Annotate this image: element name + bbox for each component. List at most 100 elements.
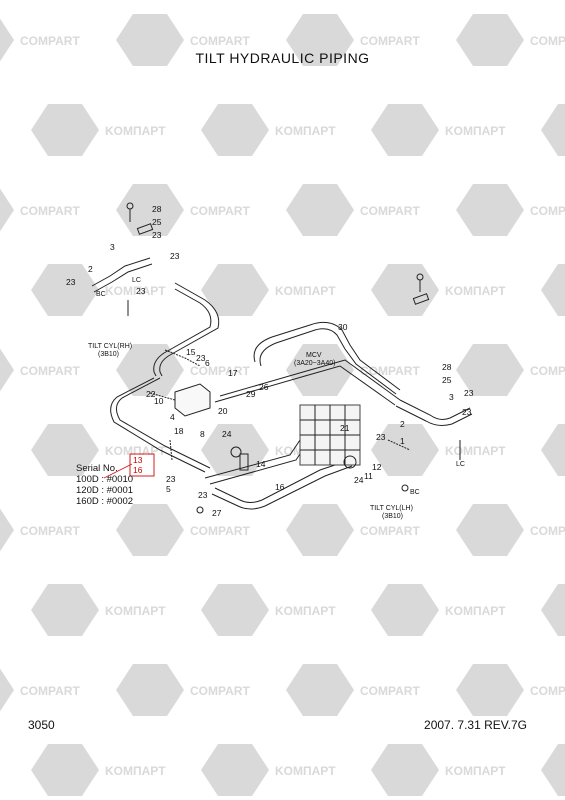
callout: 23 — [170, 251, 180, 261]
watermark-hexagon — [286, 184, 354, 236]
callout: 4 — [170, 412, 175, 422]
watermark-text: COMPART — [190, 684, 250, 698]
pipe-rh-small-b — [93, 263, 153, 293]
callout: 2 — [88, 264, 93, 274]
watermark-text: COMPART — [190, 204, 250, 218]
callout: 6 — [205, 358, 210, 368]
pipe-rh-upper — [159, 282, 220, 377]
callout: 26 — [259, 382, 269, 392]
serial-row: 100D : #0010 — [76, 474, 134, 485]
callout: 17 — [228, 368, 238, 378]
watermark-text: KOMПAPT — [275, 604, 336, 618]
watermark-text: KOMПAPT — [275, 764, 336, 778]
watermark-hexagon — [371, 584, 439, 636]
watermark-hexagon — [0, 348, 14, 392]
watermark-hexagon — [371, 744, 439, 796]
pipe-rh-small — [91, 257, 151, 287]
watermark-hexagon — [456, 14, 524, 66]
watermark-text: COMPART — [360, 34, 420, 48]
watermark-text: COMPART — [360, 524, 420, 538]
watermark-text: COMPART — [360, 204, 420, 218]
callout: 13 — [133, 455, 143, 465]
watermark-hexagon — [286, 664, 354, 716]
callout: 21 — [340, 423, 350, 433]
callout: 10 — [154, 396, 164, 406]
callout: 8 — [200, 429, 205, 439]
watermark-hexagon — [541, 584, 565, 636]
watermark-text: COMPART — [530, 684, 565, 698]
page-number: 3050 — [28, 718, 55, 732]
page-title: TILT HYDRAULIC PIPING — [195, 50, 370, 66]
watermark-hexagon — [371, 424, 439, 476]
label-lc: LC — [456, 461, 465, 468]
serial-heading: Serial No. — [76, 463, 118, 474]
callout: 16 — [275, 482, 285, 492]
watermark-hexagon — [116, 184, 184, 236]
watermark-hexagon — [31, 264, 99, 316]
pipe-lh-b — [395, 405, 473, 426]
watermark-hexagon — [541, 744, 565, 796]
watermark-hexagon — [456, 344, 524, 396]
callout: 16 — [133, 465, 143, 475]
callout: 24 — [354, 475, 364, 485]
callout: 23 — [152, 230, 162, 240]
callout: 23 — [196, 353, 206, 363]
pipe-16-lower — [214, 459, 351, 503]
pipe-main-left-b — [110, 377, 206, 473]
watermark-hexagon — [371, 264, 439, 316]
watermark-text: KOMПAPT — [445, 124, 506, 138]
watermark-hexagon — [116, 14, 184, 66]
label-bc: BC — [96, 291, 106, 298]
watermark-text: COMPART — [360, 684, 420, 698]
watermark-hexagon — [286, 344, 354, 396]
watermark-hexagon — [31, 744, 99, 796]
label-tilt-cyl-lh: TILT CYL(LH) — [370, 505, 413, 512]
callout: 23 — [136, 286, 146, 296]
watermark-text: KOMПAPT — [105, 604, 166, 618]
label-tilt-cyl-lh-ref: (3B10) — [382, 513, 403, 520]
watermark-hexagon — [201, 424, 269, 476]
callout: 3 — [110, 242, 115, 252]
watermark-hexagon — [31, 424, 99, 476]
callout: 20 — [218, 406, 228, 416]
callout: 28 — [442, 362, 452, 372]
callout: 23 — [464, 388, 474, 398]
watermark-text: KOMПAPT — [105, 124, 166, 138]
watermark-hexagon — [201, 584, 269, 636]
watermark-text: KOMПAPT — [445, 764, 506, 778]
watermark-text: COMPART — [530, 364, 565, 378]
pipe-16-lower-b — [211, 465, 353, 510]
watermark-text: COMPART — [20, 684, 80, 698]
callout: 23 — [376, 432, 386, 442]
watermark-hexagon — [31, 584, 99, 636]
watermark-text: KOMПAPT — [105, 764, 166, 778]
hose-15 — [164, 349, 201, 367]
watermark-hexagon — [541, 424, 565, 476]
callout: 1 — [400, 436, 405, 446]
watermark-hexagon — [201, 744, 269, 796]
label-bc: BC — [410, 489, 420, 496]
pipe-rh-upper-b — [153, 288, 212, 377]
watermark-text: KOMПAPT — [105, 284, 166, 298]
watermark-text: COMPART — [20, 524, 80, 538]
hose-18 — [169, 439, 173, 461]
label-tilt-cyl-rh: TILT CYL(RH) — [88, 343, 132, 350]
watermark-text: COMPART — [20, 204, 80, 218]
watermark-text: KOMПAPT — [445, 284, 506, 298]
watermark-text: COMPART — [20, 364, 80, 378]
pipe-lh — [399, 399, 471, 420]
watermark-hexagon — [456, 504, 524, 556]
callout: 15 — [186, 347, 196, 357]
callout: 23 — [198, 490, 208, 500]
block-4 — [174, 383, 211, 417]
watermark-text: COMPART — [190, 524, 250, 538]
revision-date: 2007. 7.31 REV.7G — [424, 718, 527, 732]
watermark-hexagon — [371, 104, 439, 156]
pipe-30-b — [259, 328, 397, 395]
callout: 29 — [246, 389, 256, 399]
callout: 14 — [256, 459, 266, 469]
watermark-hexagon — [0, 18, 14, 62]
watermark-text: COMPART — [190, 364, 250, 378]
